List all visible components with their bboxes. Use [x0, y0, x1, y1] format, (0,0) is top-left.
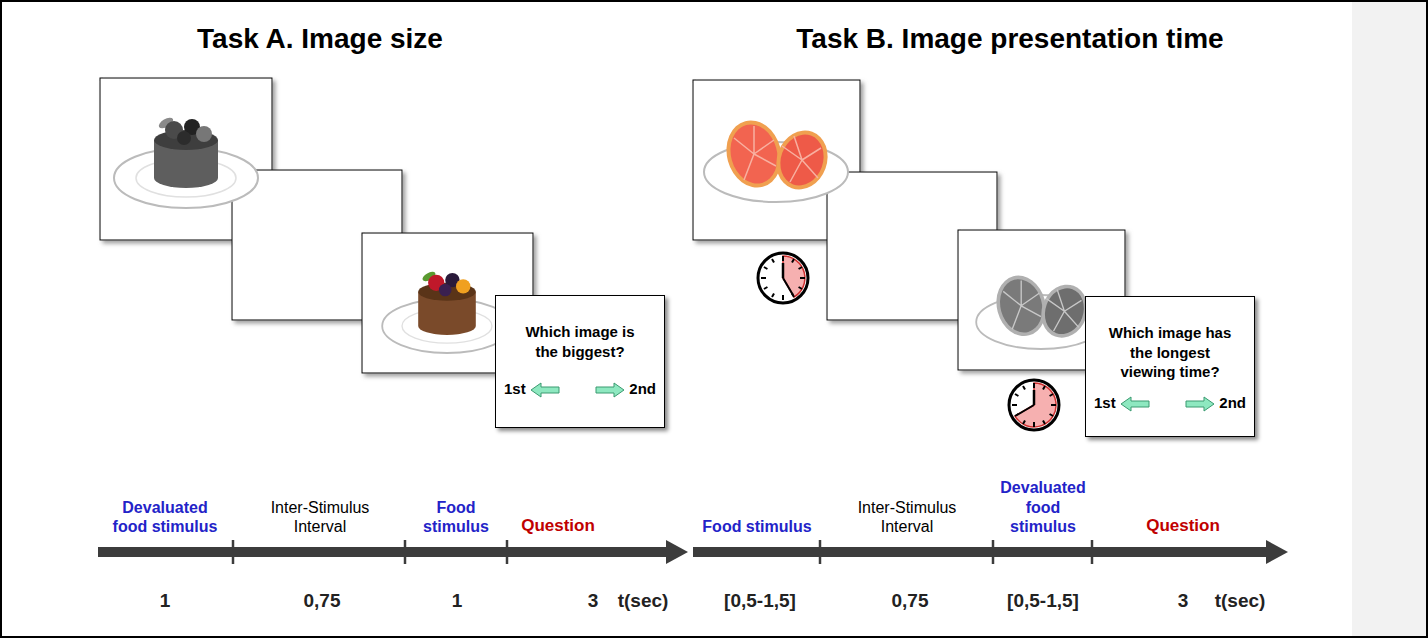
- duration-value: 0,75: [870, 590, 950, 613]
- duration-value: 3: [1168, 590, 1198, 613]
- phase-label: Food stimulus: [702, 517, 812, 536]
- choice-label: 1st: [1094, 394, 1116, 411]
- question-text: Which image is the biggest?: [518, 322, 643, 361]
- phase-label: Food stimulus: [411, 498, 501, 536]
- duration-value: t(sec): [1205, 590, 1275, 613]
- duration-value: [0,5-1,5]: [995, 590, 1091, 613]
- green-arrow: [1120, 396, 1150, 412]
- side-strip: [1352, 1, 1427, 637]
- duration-value: 0,75: [282, 590, 362, 613]
- question-box: Which image has the longest viewing time…: [1085, 296, 1255, 437]
- phase-label: Question: [510, 516, 606, 536]
- choice-label: 2nd: [1219, 394, 1246, 411]
- question-text: Which image has the longest viewing time…: [1108, 323, 1233, 382]
- green-arrow: [1185, 396, 1215, 412]
- duration-value: t(sec): [608, 590, 678, 613]
- green-arrow: [530, 382, 560, 398]
- cake-colour: [382, 270, 512, 353]
- duration-value: 3: [578, 590, 608, 613]
- phase-label: Devaluated food stimulus: [995, 478, 1091, 536]
- timeline-axis: [98, 540, 688, 564]
- phase-label: Question: [1135, 516, 1231, 536]
- grapefruit-colour: [704, 114, 848, 202]
- choice-label: 1st: [504, 380, 526, 397]
- phase-label: Devaluated food stimulus: [105, 498, 225, 536]
- clock-icon: [758, 253, 808, 303]
- green-arrow: [595, 382, 625, 398]
- phase-label: Inter-Stimulus Interval: [250, 498, 390, 536]
- question-box: Which image is the biggest? 1st 2nd: [495, 295, 665, 428]
- phase-label: Inter-Stimulus Interval: [837, 498, 977, 536]
- panel-heading: Task A. Image size: [60, 22, 580, 56]
- clock-icon: [1009, 380, 1059, 430]
- timeline-axis: [693, 540, 1288, 564]
- duration-value: [0,5-1,5]: [700, 590, 820, 613]
- duration-value: 1: [417, 590, 497, 613]
- choice-label: 2nd: [629, 380, 656, 397]
- panel-heading: Task B. Image presentation time: [690, 22, 1330, 56]
- duration-value: 1: [125, 590, 205, 613]
- cake-grey: [114, 116, 258, 208]
